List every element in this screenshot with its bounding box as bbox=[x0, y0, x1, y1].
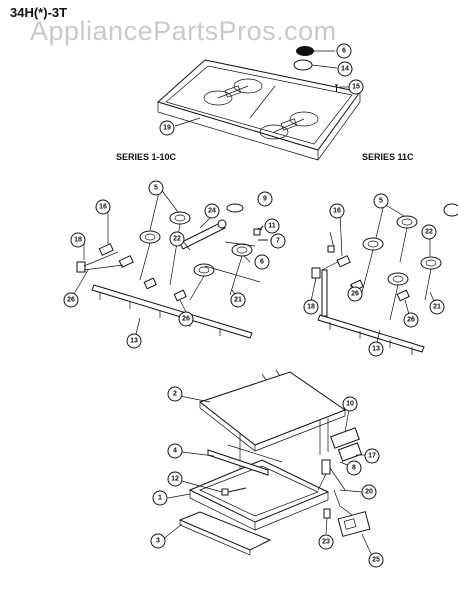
callout-label-11: 11 bbox=[268, 223, 276, 230]
callout-label-20: 20 bbox=[365, 489, 373, 496]
callout-circle-26b bbox=[178, 311, 194, 327]
callout-circle-9 bbox=[257, 191, 273, 207]
callout-circle-26c bbox=[347, 286, 363, 302]
callout-label-5: 5 bbox=[154, 185, 158, 192]
callout-label-26: 26 bbox=[407, 317, 415, 324]
callout-circle-17 bbox=[364, 448, 380, 464]
callout-circle-23 bbox=[318, 534, 334, 550]
callout-circle-12 bbox=[167, 471, 183, 487]
callout-label-6: 6 bbox=[342, 48, 346, 55]
callout-label-25: 25 bbox=[372, 557, 380, 564]
callout-circle-13b bbox=[368, 341, 384, 357]
callout-label-22: 22 bbox=[173, 236, 181, 243]
callout-circle-11 bbox=[264, 218, 280, 234]
callout-circle-19 bbox=[159, 120, 175, 136]
callout-circle-6a bbox=[336, 43, 352, 59]
callout-circle-22b bbox=[421, 224, 437, 240]
series-left-label: SERIES 1-10C bbox=[116, 152, 177, 162]
callout-label-26: 26 bbox=[351, 291, 359, 298]
callout-circle-8 bbox=[346, 460, 362, 476]
callout-circle-6b bbox=[254, 254, 270, 270]
callout-circle-15 bbox=[348, 79, 364, 95]
callout-label-26: 26 bbox=[67, 297, 75, 304]
callout-circle-13a bbox=[126, 333, 142, 349]
series-right-label: SERIES 11C bbox=[362, 152, 414, 162]
callout-circle-14 bbox=[337, 61, 353, 77]
callout-circle-20 bbox=[361, 484, 377, 500]
callout-label-13: 13 bbox=[372, 346, 380, 353]
callout-circle-5a bbox=[148, 180, 164, 196]
callout-circle-22a bbox=[169, 231, 185, 247]
callout-label-16: 16 bbox=[99, 204, 107, 211]
callout-markers: 6 14 15 19 5 9 16 24 11 18 22 7 6 26 21 … bbox=[63, 43, 445, 568]
cooktop-assembly bbox=[157, 59, 361, 161]
callout-circle-26a bbox=[63, 292, 79, 308]
callout-label-10: 10 bbox=[346, 401, 354, 408]
callout-label-13: 13 bbox=[130, 338, 138, 345]
callout-circle-24 bbox=[204, 203, 220, 219]
callout-circle-2 bbox=[167, 386, 183, 402]
callout-label-5: 5 bbox=[379, 198, 383, 205]
callout-circle-25 bbox=[368, 552, 384, 568]
callout-circle-26d bbox=[403, 312, 419, 328]
callout-label-15: 15 bbox=[352, 84, 360, 91]
callout-label-26: 26 bbox=[182, 316, 190, 323]
callout-circle-16a bbox=[95, 199, 111, 215]
callout-circle-1 bbox=[152, 490, 168, 506]
callout-label-2: 2 bbox=[173, 391, 177, 398]
burner-ring bbox=[293, 59, 313, 71]
callout-label-6: 6 bbox=[260, 259, 264, 266]
callout-label-8: 8 bbox=[352, 465, 356, 472]
callout-circle-18b bbox=[303, 299, 319, 315]
callout-label-23: 23 bbox=[322, 539, 330, 546]
callout-circle-7 bbox=[270, 233, 286, 249]
callout-circle-16b bbox=[329, 203, 345, 219]
callout-label-14: 14 bbox=[341, 66, 349, 73]
callout-label-18: 18 bbox=[307, 304, 315, 311]
callout-circle-5b bbox=[373, 193, 389, 209]
callout-label-18: 18 bbox=[74, 237, 82, 244]
callout-label-4: 4 bbox=[173, 448, 177, 455]
burner-assembly-right bbox=[311, 203, 458, 355]
watermark: AppliancePartsPros.com bbox=[30, 16, 337, 46]
callout-circle-4 bbox=[167, 443, 183, 459]
burner-cap-black bbox=[296, 46, 314, 56]
callout-label-24: 24 bbox=[208, 208, 216, 215]
callout-circle-18a bbox=[70, 232, 86, 248]
lower-assembly bbox=[178, 369, 371, 556]
callout-label-7: 7 bbox=[276, 238, 280, 245]
callout-circle-21a bbox=[230, 292, 246, 308]
model-number: 34H(*)-3T bbox=[10, 5, 67, 20]
burner-assembly-left bbox=[76, 203, 268, 339]
callout-label-21: 21 bbox=[433, 304, 441, 311]
callout-label-17: 17 bbox=[368, 453, 376, 460]
callout-label-22: 22 bbox=[425, 229, 433, 236]
callout-label-21: 21 bbox=[234, 297, 242, 304]
callout-label-1: 1 bbox=[158, 495, 162, 502]
callout-label-9: 9 bbox=[263, 196, 267, 203]
callout-circle-21b bbox=[429, 299, 445, 315]
callout-label-3: 3 bbox=[156, 538, 160, 545]
callout-label-12: 12 bbox=[171, 476, 179, 483]
callout-circle-10 bbox=[342, 396, 358, 412]
callout-label-19: 19 bbox=[163, 125, 171, 132]
callout-label-16: 16 bbox=[333, 208, 341, 215]
callout-circle-3 bbox=[150, 533, 166, 549]
screw bbox=[335, 84, 338, 92]
